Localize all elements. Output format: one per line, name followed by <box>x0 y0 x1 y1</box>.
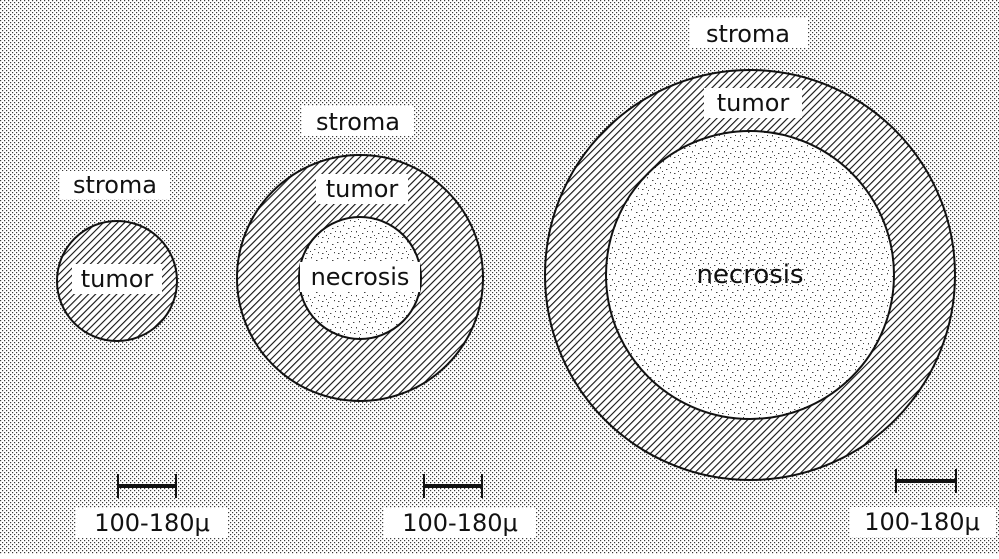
tumor-label: tumor <box>81 265 154 293</box>
necrosis-label: necrosis <box>311 263 410 291</box>
necrosis-label: necrosis <box>696 260 803 290</box>
stroma-label: stroma <box>316 108 400 136</box>
tumor-label: tumor <box>717 89 790 117</box>
scale-label: 100-180μ <box>94 509 210 537</box>
stroma-label: stroma <box>73 171 157 199</box>
tumor-label: tumor <box>326 175 399 203</box>
scale-label: 100-180μ <box>864 508 980 536</box>
scale-label: 100-180μ <box>402 509 518 537</box>
stroma-label: stroma <box>706 20 790 48</box>
